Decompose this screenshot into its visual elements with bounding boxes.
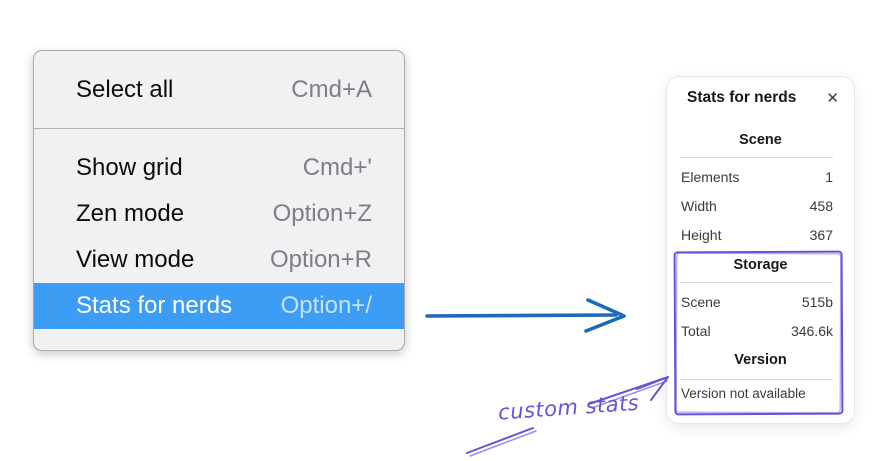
menu-item-shortcut: Option+R [269, 246, 372, 273]
flow-arrow-shaft [425, 313, 618, 318]
custom-stats-annotation: custom stats [497, 390, 640, 425]
annotation-arrow-shaft [469, 430, 537, 457]
flow-arrow-head [584, 314, 626, 333]
menu-item-shortcut: Cmd+' [302, 154, 372, 181]
stat-value: 515b [801, 293, 833, 310]
annotation-arrow-head [636, 376, 669, 390]
stats-panel-title: Stats for nerds [687, 89, 797, 106]
menu-item-shortcut: Option+Z [272, 200, 372, 227]
scene-section-header: Scene [739, 132, 782, 148]
menu-separator [34, 128, 404, 129]
stat-label: Total [681, 322, 711, 339]
stat-row-storage-scene: Scene 515b [681, 287, 833, 316]
stat-row-width: Width 458 [681, 191, 833, 220]
stat-label: Elements [681, 168, 740, 185]
stat-label: Height [681, 226, 722, 243]
close-icon[interactable]: ✕ [826, 89, 839, 107]
section-divider [680, 379, 833, 380]
stat-row-storage-total: Total 346.6k [681, 316, 833, 345]
stat-value: 346.6k [790, 322, 833, 339]
stats-panel: Stats for nerds ✕ Scene Elements 1 Width… [666, 76, 855, 424]
context-menu: Select all Cmd+A Show grid Cmd+' Zen mod… [33, 50, 405, 351]
stat-row-height: Height 367 [681, 220, 833, 249]
storage-section-header: Storage [733, 257, 788, 273]
menu-item-label: Stats for nerds [76, 292, 233, 319]
stat-value: 1 [825, 168, 833, 185]
menu-item-view-mode[interactable]: View mode Option+R [34, 237, 404, 283]
menu-section-top: Select all Cmd+A [34, 51, 404, 128]
stat-value: 458 [809, 197, 833, 214]
section-divider [680, 157, 833, 158]
annotation-arrow-shaft [591, 380, 668, 409]
menu-item-label: Show grid [76, 154, 183, 181]
menu-item-shortcut: Cmd+A [291, 76, 372, 103]
stat-label: Scene [681, 293, 721, 310]
version-note: Version not available [681, 386, 806, 401]
flow-arrow [425, 298, 626, 333]
annotation-arrow-shaft [466, 427, 534, 454]
menu-item-select-all[interactable]: Select all Cmd+A [34, 64, 404, 116]
menu-item-label: Zen mode [76, 200, 185, 227]
menu-item-label: Select all [76, 76, 174, 103]
menu-item-stats-for-nerds[interactable]: Stats for nerds Option+/ [34, 283, 404, 329]
menu-item-show-grid[interactable]: Show grid Cmd+' [34, 145, 404, 191]
stat-row-elements: Elements 1 [681, 162, 833, 191]
section-divider [680, 282, 833, 283]
flow-arrow-head [586, 298, 624, 317]
menu-item-label: View mode [76, 246, 195, 273]
menu-item-zen-mode[interactable]: Zen mode Option+Z [34, 191, 404, 237]
menu-item-shortcut: Option+/ [280, 292, 372, 319]
stat-label: Width [681, 197, 717, 214]
annotation-arrow-shaft [588, 377, 666, 405]
version-section-header: Version [734, 352, 787, 368]
stat-value: 367 [809, 226, 833, 243]
stats-panel-header: Stats for nerds ✕ [667, 87, 854, 109]
annotation-arrow [466, 376, 669, 457]
menu-section-bottom: Show grid Cmd+' Zen mode Option+Z View m… [34, 129, 404, 350]
